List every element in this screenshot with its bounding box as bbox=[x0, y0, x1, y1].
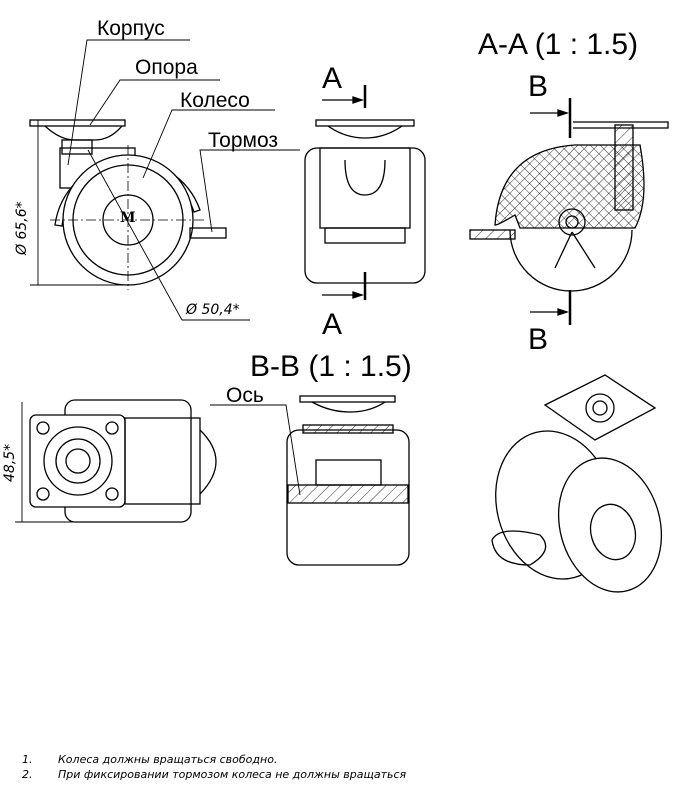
note-2: 2. При фиксировании тормозом колеса не д… bbox=[22, 768, 407, 781]
section-a-a-title: A-A (1 : 1.5) bbox=[478, 28, 639, 61]
section-b-b-title: B-B (1 : 1.5) bbox=[250, 350, 412, 383]
wheel-section bbox=[509, 229, 633, 292]
section-mark-b-top: B bbox=[528, 70, 549, 103]
label-tormoz: Тормоз bbox=[208, 129, 279, 152]
section-mark-a-top: A bbox=[322, 62, 343, 95]
section-mark-a-bottom: A bbox=[322, 308, 343, 341]
wheel-mark: M bbox=[120, 210, 136, 226]
axle-section bbox=[287, 484, 409, 504]
section-mark-b-bottom: B bbox=[528, 323, 549, 356]
front-view bbox=[304, 85, 426, 300]
brake-lever-section bbox=[469, 229, 516, 240]
label-opora: Опора bbox=[135, 56, 198, 79]
wheel-front bbox=[557, 457, 663, 593]
label-koleso: Колесо bbox=[180, 89, 250, 112]
brake-pedal bbox=[491, 530, 547, 566]
dimension-wheel-diameter: Ø 50,4* bbox=[186, 302, 240, 318]
note-1: 1. Колеса должны вращаться свободно. bbox=[22, 753, 278, 766]
isometric-view bbox=[491, 374, 663, 593]
dimension-width: 48,5* bbox=[2, 443, 18, 482]
support-dome bbox=[44, 125, 123, 141]
notes: 1. Колеса должны вращаться свободно. 2. … bbox=[22, 752, 406, 782]
mount-plate bbox=[29, 119, 126, 127]
top-view bbox=[15, 399, 217, 523]
section-b-b bbox=[210, 395, 410, 566]
dimension-height: Ø 65,6* bbox=[14, 201, 30, 255]
brake-lever bbox=[189, 227, 227, 239]
housing-section bbox=[494, 144, 645, 229]
side-view bbox=[29, 39, 300, 321]
section-a-a bbox=[469, 98, 669, 325]
label-os: Ось bbox=[226, 384, 264, 407]
label-korpus: Корпус bbox=[97, 17, 165, 40]
